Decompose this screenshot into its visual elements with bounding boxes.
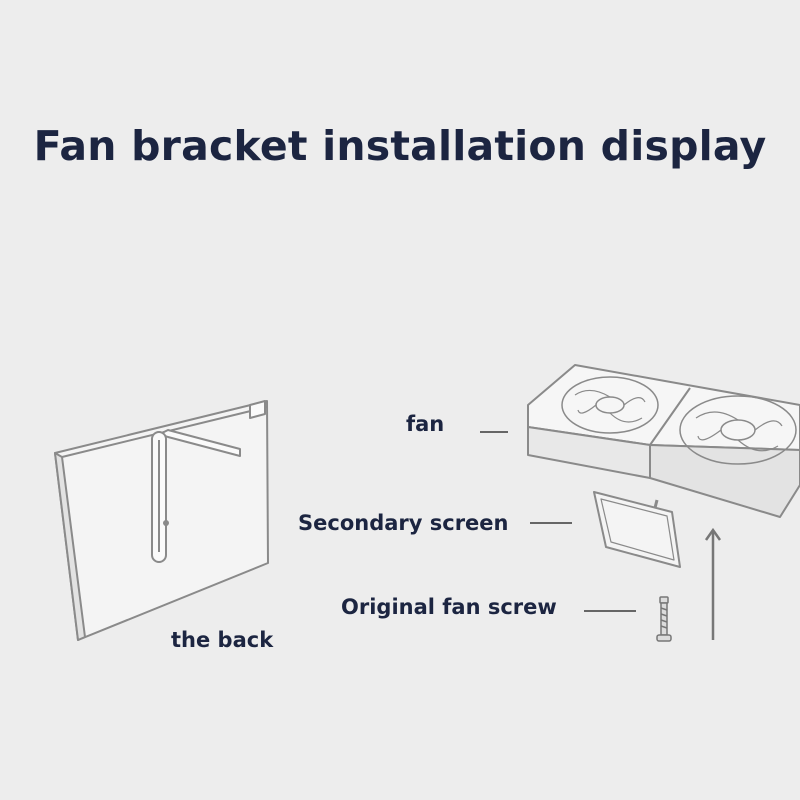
fan-unit [527, 364, 800, 518]
bracket [151, 429, 241, 563]
fan-2 [679, 395, 797, 465]
diagram-title: Fan bracket installation display [33, 122, 767, 170]
secondary-screen-label: Secondary screen [298, 511, 509, 535]
fan-1 [561, 376, 659, 434]
upward-arrow-icon [704, 527, 722, 640]
original-fan-screw-label: Original fan screw [341, 595, 557, 619]
the-back-label: the back [171, 628, 274, 652]
back-panel [54, 400, 269, 641]
secondary-screen [593, 491, 681, 568]
screw-icon [656, 596, 672, 642]
fan-label: fan [406, 412, 445, 436]
